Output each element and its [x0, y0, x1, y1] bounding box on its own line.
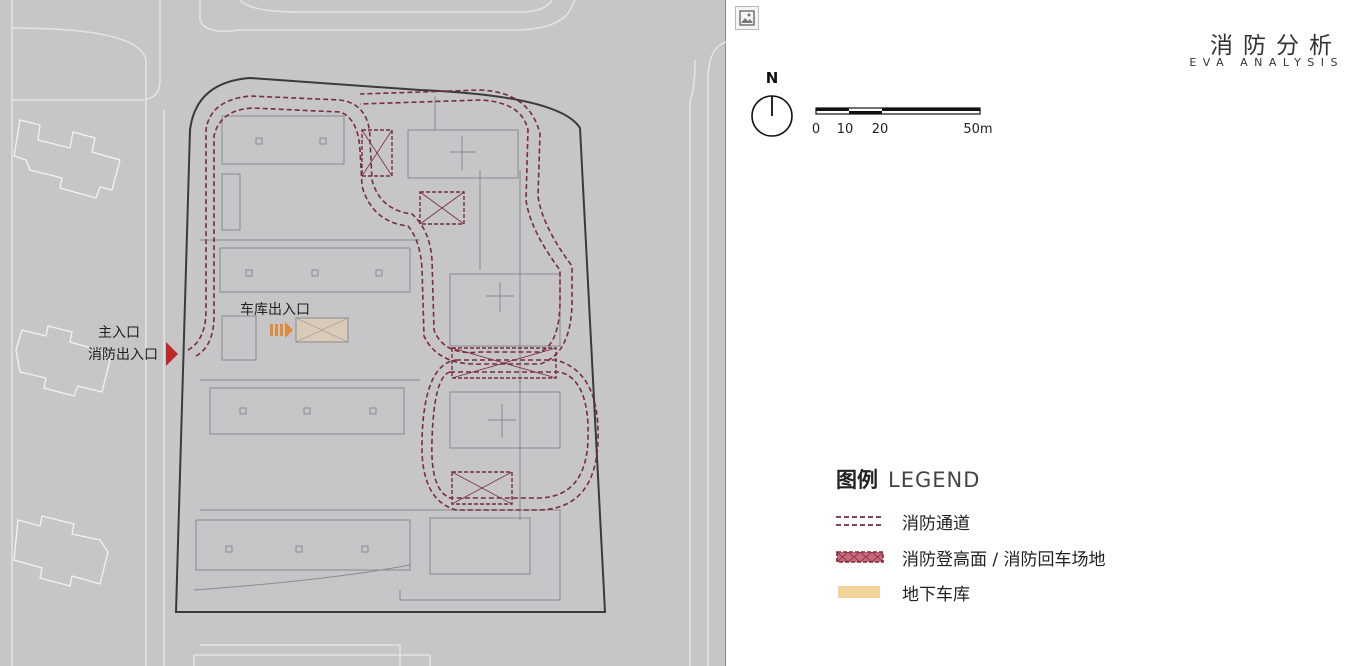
fire-platforms	[361, 129, 557, 505]
map-background	[0, 0, 726, 666]
legend-title-cn: 图例	[836, 468, 878, 492]
fire-entrance-label: 消防出入口	[88, 347, 158, 363]
legend-item-fire-lane: 消防通道	[836, 509, 1256, 534]
north-label: N	[766, 69, 779, 87]
page-title: 消防分析	[1210, 33, 1342, 59]
legend: 图例 LEGEND 消防通道 消防登高面 / 消防回车场地 地下车库	[836, 464, 1236, 614]
dashed-line-icon	[836, 516, 884, 526]
scale-bar: 0 10 20 50m	[812, 107, 993, 137]
legend-label: 地下车库	[902, 585, 970, 605]
main-entrance-label: 主入口	[98, 325, 140, 341]
page-subtitle: EVA ANALYSIS	[1189, 56, 1344, 69]
garage-arrow	[270, 322, 293, 338]
legend-label: 消防通道	[902, 514, 970, 534]
site-plan-map: 主入口 消防出入口 车库出入口	[0, 0, 726, 666]
scale-tick-20: 20	[872, 122, 889, 137]
scale-tick-50m: 50m	[963, 122, 992, 137]
fire-lane	[187, 89, 599, 511]
scale-tick-10: 10	[837, 122, 854, 137]
road-lines	[11, 0, 726, 666]
fire-platform-cross	[361, 129, 557, 505]
north-arrow: N	[751, 69, 793, 137]
entrance-arrow	[166, 342, 178, 366]
legend-title-en: LEGEND	[888, 468, 981, 492]
neighbor-buildings	[13, 119, 121, 587]
buildings	[193, 96, 561, 601]
building-details	[225, 136, 516, 553]
image-tool-icon[interactable]	[735, 6, 759, 30]
filled-area-icon	[838, 586, 880, 598]
legend-label: 消防登高面 / 消防回车场地	[902, 550, 1106, 570]
legend-item-fire-platform: 消防登高面 / 消防回车场地	[836, 545, 1256, 570]
garage-entrance-label: 车库出入口	[240, 301, 310, 318]
legend-title: 图例 LEGEND	[836, 464, 980, 494]
hatched-area-icon	[836, 551, 884, 563]
scale-tick-0: 0	[812, 122, 820, 137]
legend-item-underground-garage: 地下车库	[836, 580, 1256, 605]
